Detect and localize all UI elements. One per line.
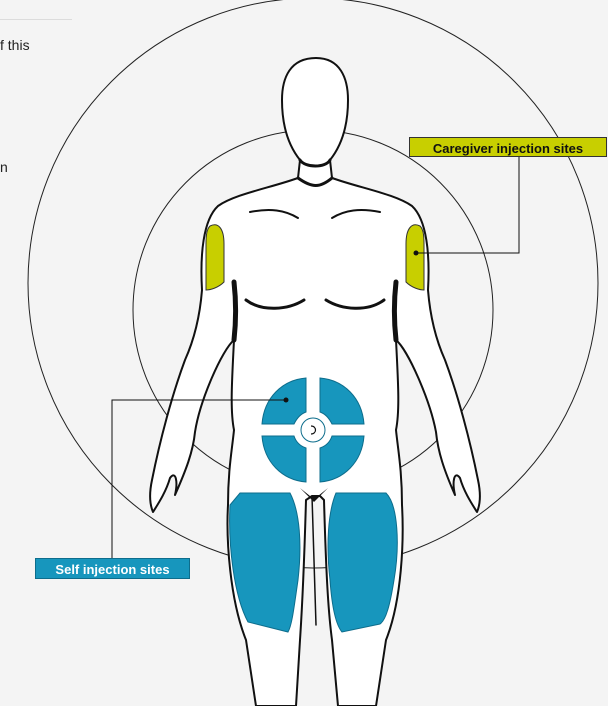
caregiver-leader-dot bbox=[414, 251, 419, 256]
armpit-left bbox=[234, 282, 236, 340]
crotch-line bbox=[312, 496, 316, 625]
navel-ring bbox=[301, 418, 325, 442]
caregiver-injection-sites-label: Caregiver injection sites bbox=[409, 137, 607, 157]
right-arm-zone bbox=[406, 225, 424, 290]
left-arm-zone bbox=[206, 225, 224, 290]
armpit-right bbox=[395, 282, 397, 340]
self-injection-sites-label: Self injection sites bbox=[35, 558, 190, 579]
right-thigh-zone bbox=[328, 493, 397, 632]
caregiver-leader bbox=[416, 157, 519, 253]
self-leader-dot bbox=[284, 398, 289, 403]
